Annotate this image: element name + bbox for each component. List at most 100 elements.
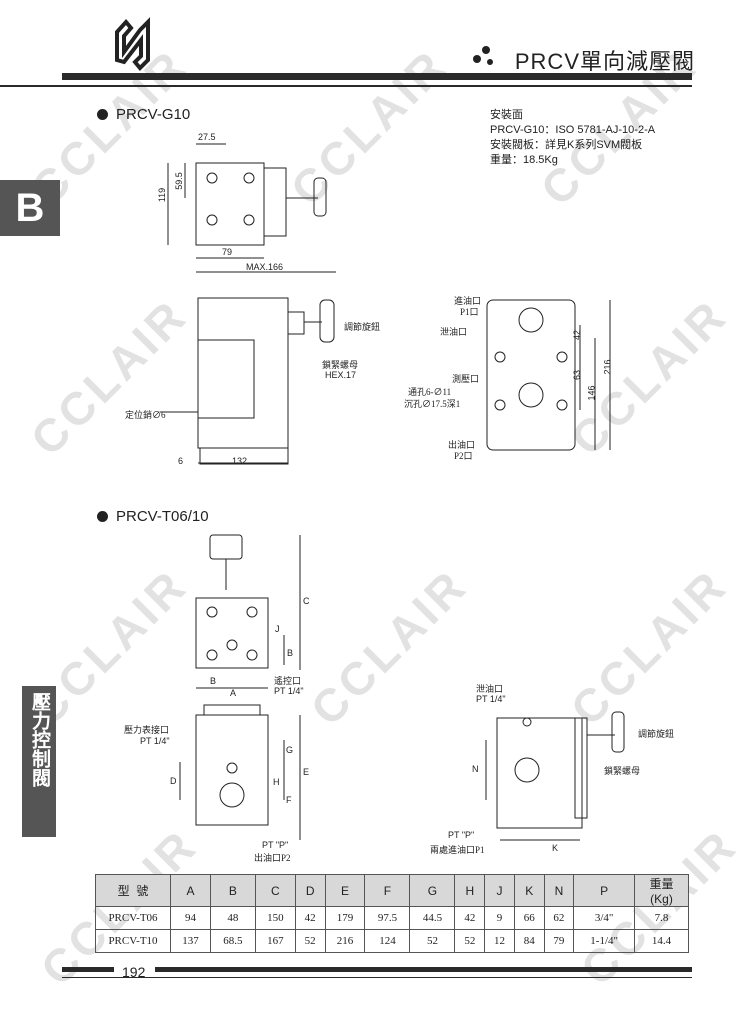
dim-label: D (170, 776, 177, 786)
table-cell: 12 (484, 929, 515, 953)
section-title-g10: PRCV-G10 (97, 106, 190, 123)
page-title: PRCV單向減壓閥 (514, 49, 695, 74)
column-header: P (573, 874, 636, 907)
callout: P1口 (460, 307, 479, 317)
dim-label: B (287, 648, 294, 658)
table-cell: 9 (484, 906, 515, 930)
callout: PT 1/4" (274, 686, 304, 696)
dim-label: H (273, 777, 280, 787)
callout: 沉孔∅17.5深1 (404, 399, 461, 409)
dim-label: 6 (178, 456, 184, 466)
dim-label: G (286, 745, 294, 755)
table-cell: 52 (409, 929, 456, 953)
callout: 遙控口 (274, 676, 302, 686)
column-header: B (209, 874, 256, 907)
dim-label: 132 (232, 456, 248, 466)
footer-rule (62, 967, 114, 972)
table-cell: 84 (513, 929, 545, 953)
table-cell: 52 (294, 929, 326, 953)
dim-label: A (230, 688, 237, 698)
table-cell: 124 (364, 929, 411, 953)
table-cell: 52 (454, 929, 486, 953)
column-header: J (484, 874, 515, 907)
title-dots-icon (473, 46, 493, 65)
table-cell: 216 (324, 929, 366, 953)
table-cell: 1-1/4" (573, 929, 636, 953)
table-cell: 137 (170, 929, 211, 953)
column-header: K (513, 874, 545, 907)
table-cell: 68.5 (209, 929, 256, 953)
dim-label: K (552, 843, 559, 853)
callout: 通孔6-∅11 (408, 387, 452, 397)
dim-label: E (303, 767, 310, 777)
column-header: 型 號 (95, 874, 171, 907)
column-header: G (409, 874, 456, 907)
table-cell: 150 (254, 906, 296, 930)
dim-label: C (303, 596, 310, 606)
column-header: 重量 (Kg) (634, 874, 689, 907)
g10-side-view (486, 299, 611, 451)
category-label: 壓力控制閥 (29, 692, 50, 787)
callout: 出油口 (448, 440, 476, 450)
g10-front-view (160, 297, 335, 465)
table-cell: 3/4" (573, 906, 636, 930)
dim-label: 216 (602, 359, 613, 375)
table-cell: 42 (294, 906, 326, 930)
table-cell: 79 (543, 929, 575, 953)
dim-label: F (286, 795, 292, 805)
footer-rule (155, 967, 692, 972)
dim-label: 27.5 (198, 132, 216, 142)
table-cell: 94 (170, 906, 211, 930)
column-header: F (364, 874, 411, 907)
callout: 定位銷∅6 (125, 410, 166, 420)
table-cell: PRCV-T10 (95, 929, 171, 953)
table-cell: 7.8 (634, 906, 689, 930)
callout: 鎖緊螺母 (604, 766, 641, 776)
t-side-view (485, 711, 625, 841)
callout: P2口 (454, 451, 473, 461)
dim-label: 63 (572, 369, 583, 381)
callout: 進油口 (454, 296, 482, 306)
callout: 泄油口 (440, 327, 468, 337)
dim-label: 146 (586, 385, 597, 401)
info-line: 安裝閥板：詳見K系列SVM閥板 (490, 139, 643, 151)
dim-label: B (210, 676, 217, 686)
dim-label: N (472, 764, 479, 774)
callout: 測壓口 (452, 374, 480, 384)
header-rule (62, 73, 692, 80)
callout: 壓力表接口 (124, 725, 170, 735)
dim-label: 59.5 (173, 172, 184, 190)
header-rule-thin (0, 85, 692, 87)
column-header: N (543, 874, 575, 907)
column-header: D (294, 874, 326, 907)
callout: 泄油口 (476, 684, 504, 694)
callout: PT 1/4" (476, 694, 506, 704)
callout: 調節旋鈕 (344, 322, 381, 332)
table-cell: 179 (324, 906, 366, 930)
table-cell: 66 (513, 906, 545, 930)
column-header: C (254, 874, 296, 907)
callout: PT "P" (448, 830, 475, 840)
brand-logo (115, 17, 150, 71)
column-header: H (454, 874, 486, 907)
callout: 出油口P2 (254, 853, 291, 863)
callout: PT "P" (262, 840, 289, 850)
callout: 鎖緊螺母 (322, 360, 359, 370)
section-title-t: PRCV-T06/10 (97, 508, 209, 525)
callout: PT 1/4" (140, 736, 170, 746)
t-top-view (195, 534, 301, 689)
footer-rule-thin (62, 977, 692, 978)
table-cell: 48 (209, 906, 256, 930)
table-cell: 97.5 (364, 906, 411, 930)
table-cell: 62 (543, 906, 575, 930)
category-tab: 壓力控制閥 (22, 686, 56, 837)
table-cell: 14.4 (634, 929, 689, 953)
info-line: PRCV-G10：ISO 5781-AJ-10-2-A (490, 124, 656, 136)
dim-label: 119 (157, 187, 168, 203)
callout: 調節旋鈕 (638, 729, 675, 739)
table-cell: 42 (454, 906, 486, 930)
callout: HEX.17 (325, 370, 357, 380)
